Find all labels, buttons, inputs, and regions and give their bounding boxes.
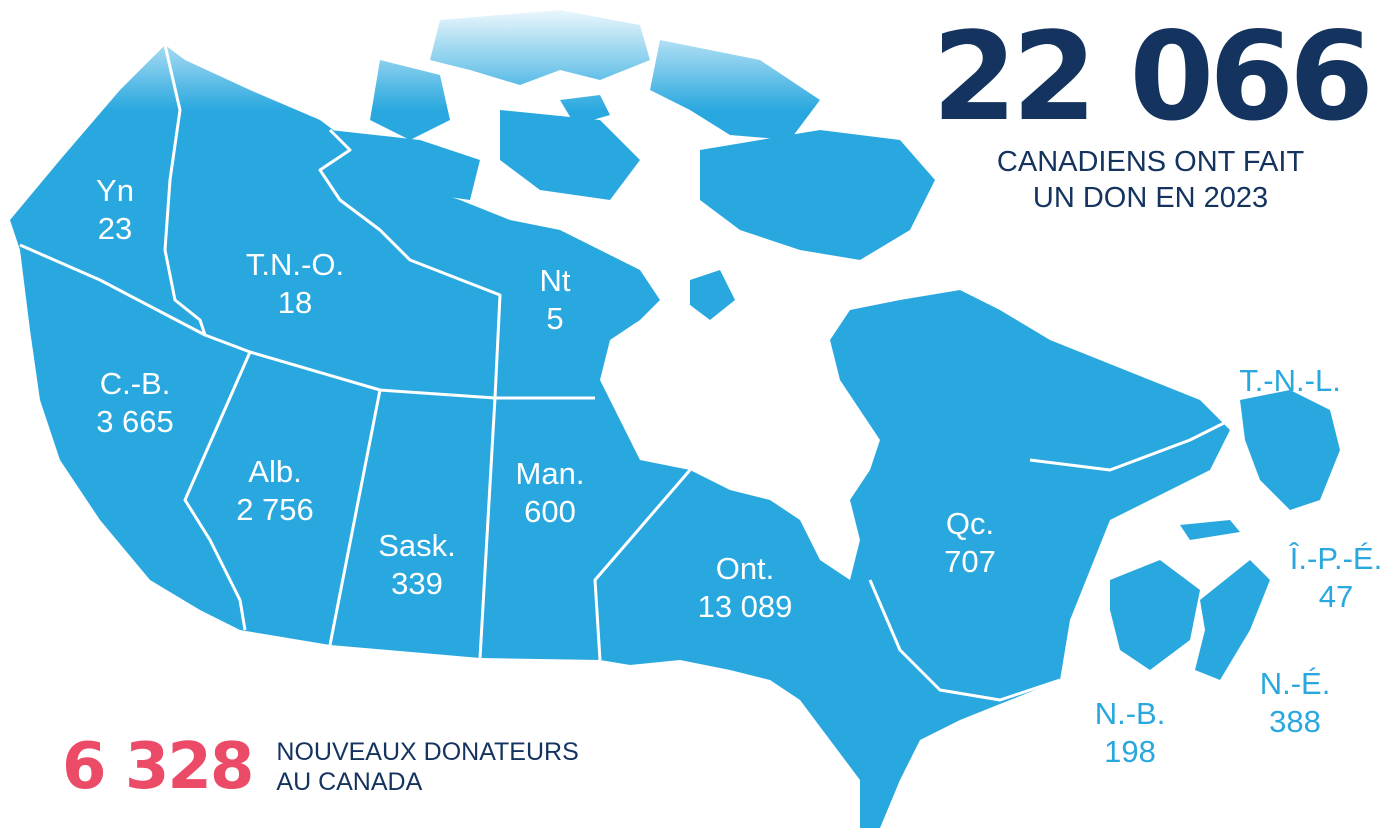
province-value: 18 — [277, 285, 313, 320]
label-newfoundland: T.-N.-L. 131 — [1220, 362, 1360, 438]
province-value: 23 — [97, 211, 133, 246]
province-abbr: Ont. — [715, 551, 775, 586]
newfoundland-island — [1240, 390, 1340, 510]
province-value: 131 — [1264, 401, 1316, 436]
province-abbr: C.-B. — [99, 366, 171, 401]
province-value: 5 — [546, 301, 564, 336]
total-donors-caption-line2: UN DON EN 2023 — [1032, 182, 1269, 214]
province-value: 3 665 — [96, 404, 174, 439]
total-donors-caption-line1: CANADIENS ONT FAIT — [996, 146, 1305, 178]
province-abbr: T.N.-O. — [245, 247, 345, 282]
new-brunswick — [1110, 560, 1200, 670]
label-manitoba: Man. 600 — [495, 455, 605, 531]
new-donors-caption-line2: AU CANADA — [276, 768, 423, 796]
province-value: 339 — [391, 566, 443, 601]
province-abbr: Nt — [539, 263, 571, 298]
province-abbr: N.-B. — [1094, 696, 1166, 731]
label-alberta: Alb. 2 756 — [215, 453, 335, 529]
province-value: 600 — [524, 494, 576, 529]
new-donors-caption: NOUVEAUX DONATEURS AU CANADA — [276, 737, 578, 797]
label-yukon: Yn 23 — [70, 172, 160, 248]
label-quebec: Qc. 707 — [920, 505, 1020, 581]
province-abbr: N.-É. — [1259, 666, 1331, 701]
province-abbr: Yn — [96, 173, 134, 208]
label-saskatchewan: Sask. 339 — [352, 527, 482, 603]
label-nova-scotia: N.-É. 388 — [1240, 665, 1350, 741]
province-value: 2 756 — [236, 492, 314, 527]
province-value: 13 089 — [697, 589, 793, 624]
label-pei: Î.-P.-É. 47 — [1275, 540, 1397, 616]
arctic-island — [700, 130, 935, 260]
label-nunavut: Nt 5 — [510, 262, 600, 338]
province-abbr: Î.-P.-É. — [1289, 541, 1383, 576]
arctic-island — [330, 130, 480, 200]
label-bc: C.-B. 3 665 — [70, 365, 200, 441]
province-value: 707 — [944, 544, 996, 579]
mainland — [10, 45, 1230, 828]
label-ontario: Ont. 13 089 — [670, 550, 820, 626]
label-nwt: T.N.-O. 18 — [225, 246, 365, 322]
province-abbr: Qc. — [945, 506, 995, 541]
province-value: 388 — [1269, 704, 1321, 739]
new-donors-block: 6 328 NOUVEAUX DONATEURS AU CANADA — [62, 732, 579, 802]
province-value: 47 — [1318, 579, 1354, 614]
nova-scotia — [1195, 560, 1270, 680]
arctic-island — [500, 110, 640, 200]
province-abbr: Sask. — [378, 528, 456, 563]
total-donors-headline: 22 066 CANADIENS ONT FAIT UN DON EN 2023 — [932, 6, 1374, 216]
arctic-island — [690, 270, 735, 320]
label-new-brunswick: N.-B. 198 — [1075, 695, 1185, 771]
province-abbr: Alb. — [248, 454, 302, 489]
pei-island — [1180, 520, 1240, 540]
province-abbr: Man. — [515, 456, 585, 491]
total-donors-number: 22 066 — [932, 6, 1374, 148]
new-donors-number: 6 328 — [62, 730, 254, 804]
new-donors-caption-line1: NOUVEAUX DONATEURS — [276, 738, 579, 766]
province-value: 198 — [1104, 734, 1156, 769]
province-abbr: T.-N.-L. — [1239, 363, 1341, 398]
